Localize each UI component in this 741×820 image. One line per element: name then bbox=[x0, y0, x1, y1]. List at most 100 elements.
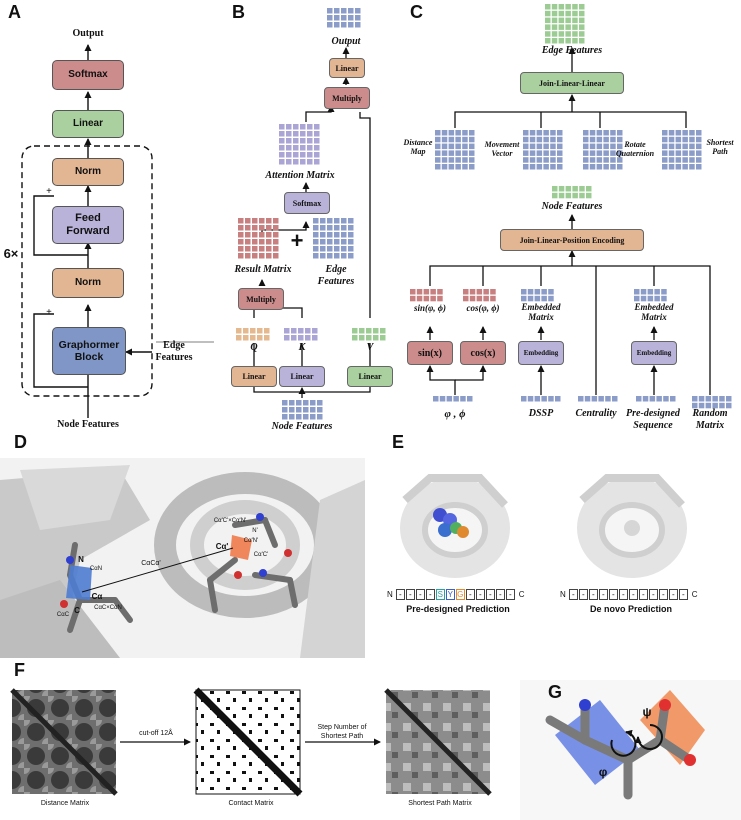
c-join-bottom-box: Join-Linear-Position Encoding bbox=[500, 229, 644, 251]
b-multiply-top-box: Multiply bbox=[324, 87, 370, 109]
seq-cell: - bbox=[395, 589, 405, 600]
c-rotate-quaternion-label: Rotate Quaternion bbox=[615, 140, 655, 159]
c-embedding-box-1: Embedding bbox=[518, 341, 564, 365]
e-seq-denovo-start: N bbox=[560, 590, 566, 599]
c-shortest-grid bbox=[662, 130, 702, 170]
b-softmax-box: Softmax bbox=[284, 192, 330, 214]
d-caca-label: CαCα' bbox=[141, 560, 161, 567]
d-can-prime-label: Cα'N' bbox=[243, 538, 259, 544]
seq-cell: - bbox=[405, 589, 415, 600]
b-linear-q-box: Linear bbox=[231, 366, 277, 387]
seq-cell: - bbox=[678, 589, 688, 600]
panel-c-arrows bbox=[426, 47, 711, 395]
d-n-label: N bbox=[78, 555, 84, 564]
c-pred-grid bbox=[636, 396, 676, 402]
g-phi-label: φ bbox=[598, 765, 608, 779]
e-denovo-label: De novo Prediction bbox=[589, 604, 672, 614]
b-attention-grid bbox=[279, 124, 320, 165]
c-embedded-matrix-1: Embedded Matrix bbox=[521, 302, 561, 323]
d-n-prime-label: N' bbox=[252, 528, 258, 534]
c-emb-grid-2 bbox=[634, 289, 667, 302]
c-distance-map-label: Distance Map bbox=[403, 138, 433, 157]
d-can-label: CαN bbox=[89, 566, 103, 572]
c-embedding-box-2: Embedding bbox=[631, 341, 677, 365]
c-centrality-grid bbox=[578, 396, 618, 402]
c-distance-grid bbox=[435, 130, 475, 170]
c-edge-grid bbox=[545, 4, 585, 44]
seq-cell: - bbox=[578, 589, 588, 600]
d-cross-prime-label: Cα'C'×Cα'N' bbox=[213, 518, 247, 524]
panel-label-g: G bbox=[548, 682, 563, 702]
c-rotate-grid bbox=[583, 130, 623, 170]
b-multiply-box: Multiply bbox=[238, 288, 284, 310]
e-seq-denovo-cells: ------------ bbox=[568, 589, 689, 600]
seq-cell: - bbox=[465, 589, 475, 600]
d-ca-label: Cα bbox=[91, 592, 103, 601]
c-shortest-path-label: Shortest Path bbox=[706, 138, 734, 157]
c-dssp-grid bbox=[521, 396, 561, 402]
seq-cell: - bbox=[588, 589, 598, 600]
d-cac-prime-label: Cα'C' bbox=[253, 552, 269, 558]
seq-cell: - bbox=[638, 589, 648, 600]
c-dssp-label: DSSP bbox=[528, 408, 554, 419]
panel-label-c: C bbox=[410, 2, 423, 22]
d-c-label: C bbox=[74, 606, 80, 615]
seq-cell: - bbox=[425, 589, 435, 600]
b-node-features-label: Node Features bbox=[271, 421, 333, 432]
c-sin-label: sin(φ, ϕ) bbox=[414, 303, 446, 313]
b-v-label: V bbox=[366, 342, 374, 353]
b-result-matrix-label: Result Matrix bbox=[234, 264, 292, 275]
a-edge-features-label: Edge Features bbox=[155, 340, 193, 363]
c-node-grid bbox=[552, 186, 592, 199]
a-feed-forward-box: Feed Forward bbox=[52, 206, 124, 244]
c-movement-grid bbox=[523, 130, 563, 170]
c-random-grid bbox=[692, 396, 732, 409]
seq-cell: - bbox=[495, 589, 505, 600]
panel-a-arrows bbox=[21, 44, 153, 418]
f-contact-label: Contact Matrix bbox=[228, 800, 274, 807]
seq-cell: G bbox=[455, 589, 465, 600]
g-psi-label: ψ bbox=[642, 705, 652, 719]
d-ca-prime-label: Cα' bbox=[215, 542, 229, 551]
protein-structure-d bbox=[0, 458, 365, 658]
e-seq-pred-start: N bbox=[387, 590, 393, 599]
d-cross-label: CαC×CαN bbox=[94, 605, 122, 611]
seq-cell: - bbox=[608, 589, 618, 600]
b-output-grid bbox=[327, 8, 361, 28]
e-seq-denovo: N ------------ C bbox=[560, 589, 698, 600]
c-random-label: Random Matrix bbox=[692, 408, 728, 431]
c-embedded-matrix-2: Embedded Matrix bbox=[634, 302, 674, 323]
f-step-label: Step Number of Shortest Path bbox=[317, 724, 367, 740]
panel-label-b: B bbox=[232, 2, 245, 22]
b-edge-features-label: Edge Features bbox=[317, 264, 355, 287]
a-plus-top: + bbox=[46, 186, 52, 197]
a-linear-box: Linear bbox=[52, 110, 124, 138]
b-q-label: Q bbox=[250, 342, 258, 353]
b-plus-sign: + bbox=[290, 228, 304, 253]
c-node-features-label: Node Features bbox=[541, 201, 603, 212]
seq-cell: - bbox=[568, 589, 578, 600]
seq-cell: - bbox=[415, 589, 425, 600]
panel-label-e: E bbox=[392, 432, 405, 452]
b-v-grid bbox=[352, 328, 386, 341]
c-cos-grid bbox=[463, 289, 496, 302]
b-linear-v-box: Linear bbox=[347, 366, 393, 387]
dihedral-g bbox=[520, 680, 741, 820]
b-k-grid bbox=[284, 328, 318, 341]
c-phi-grid bbox=[433, 396, 473, 402]
a-graphormer-box: Graphormer Block bbox=[52, 327, 126, 375]
seq-cell: - bbox=[648, 589, 658, 600]
b-output-label: Output bbox=[331, 36, 361, 47]
b-attention-label: Attention Matrix bbox=[265, 170, 335, 181]
b-node-grid bbox=[282, 400, 323, 420]
seq-cell: Y bbox=[445, 589, 455, 600]
e-seq-denovo-end: C bbox=[691, 590, 698, 599]
a-node-features-label: Node Features bbox=[57, 419, 119, 430]
f-distance-label: Distance Matrix bbox=[40, 800, 90, 807]
c-cos-box: cos(x) bbox=[460, 341, 506, 365]
seq-cell: - bbox=[475, 589, 485, 600]
seq-cell: - bbox=[628, 589, 638, 600]
